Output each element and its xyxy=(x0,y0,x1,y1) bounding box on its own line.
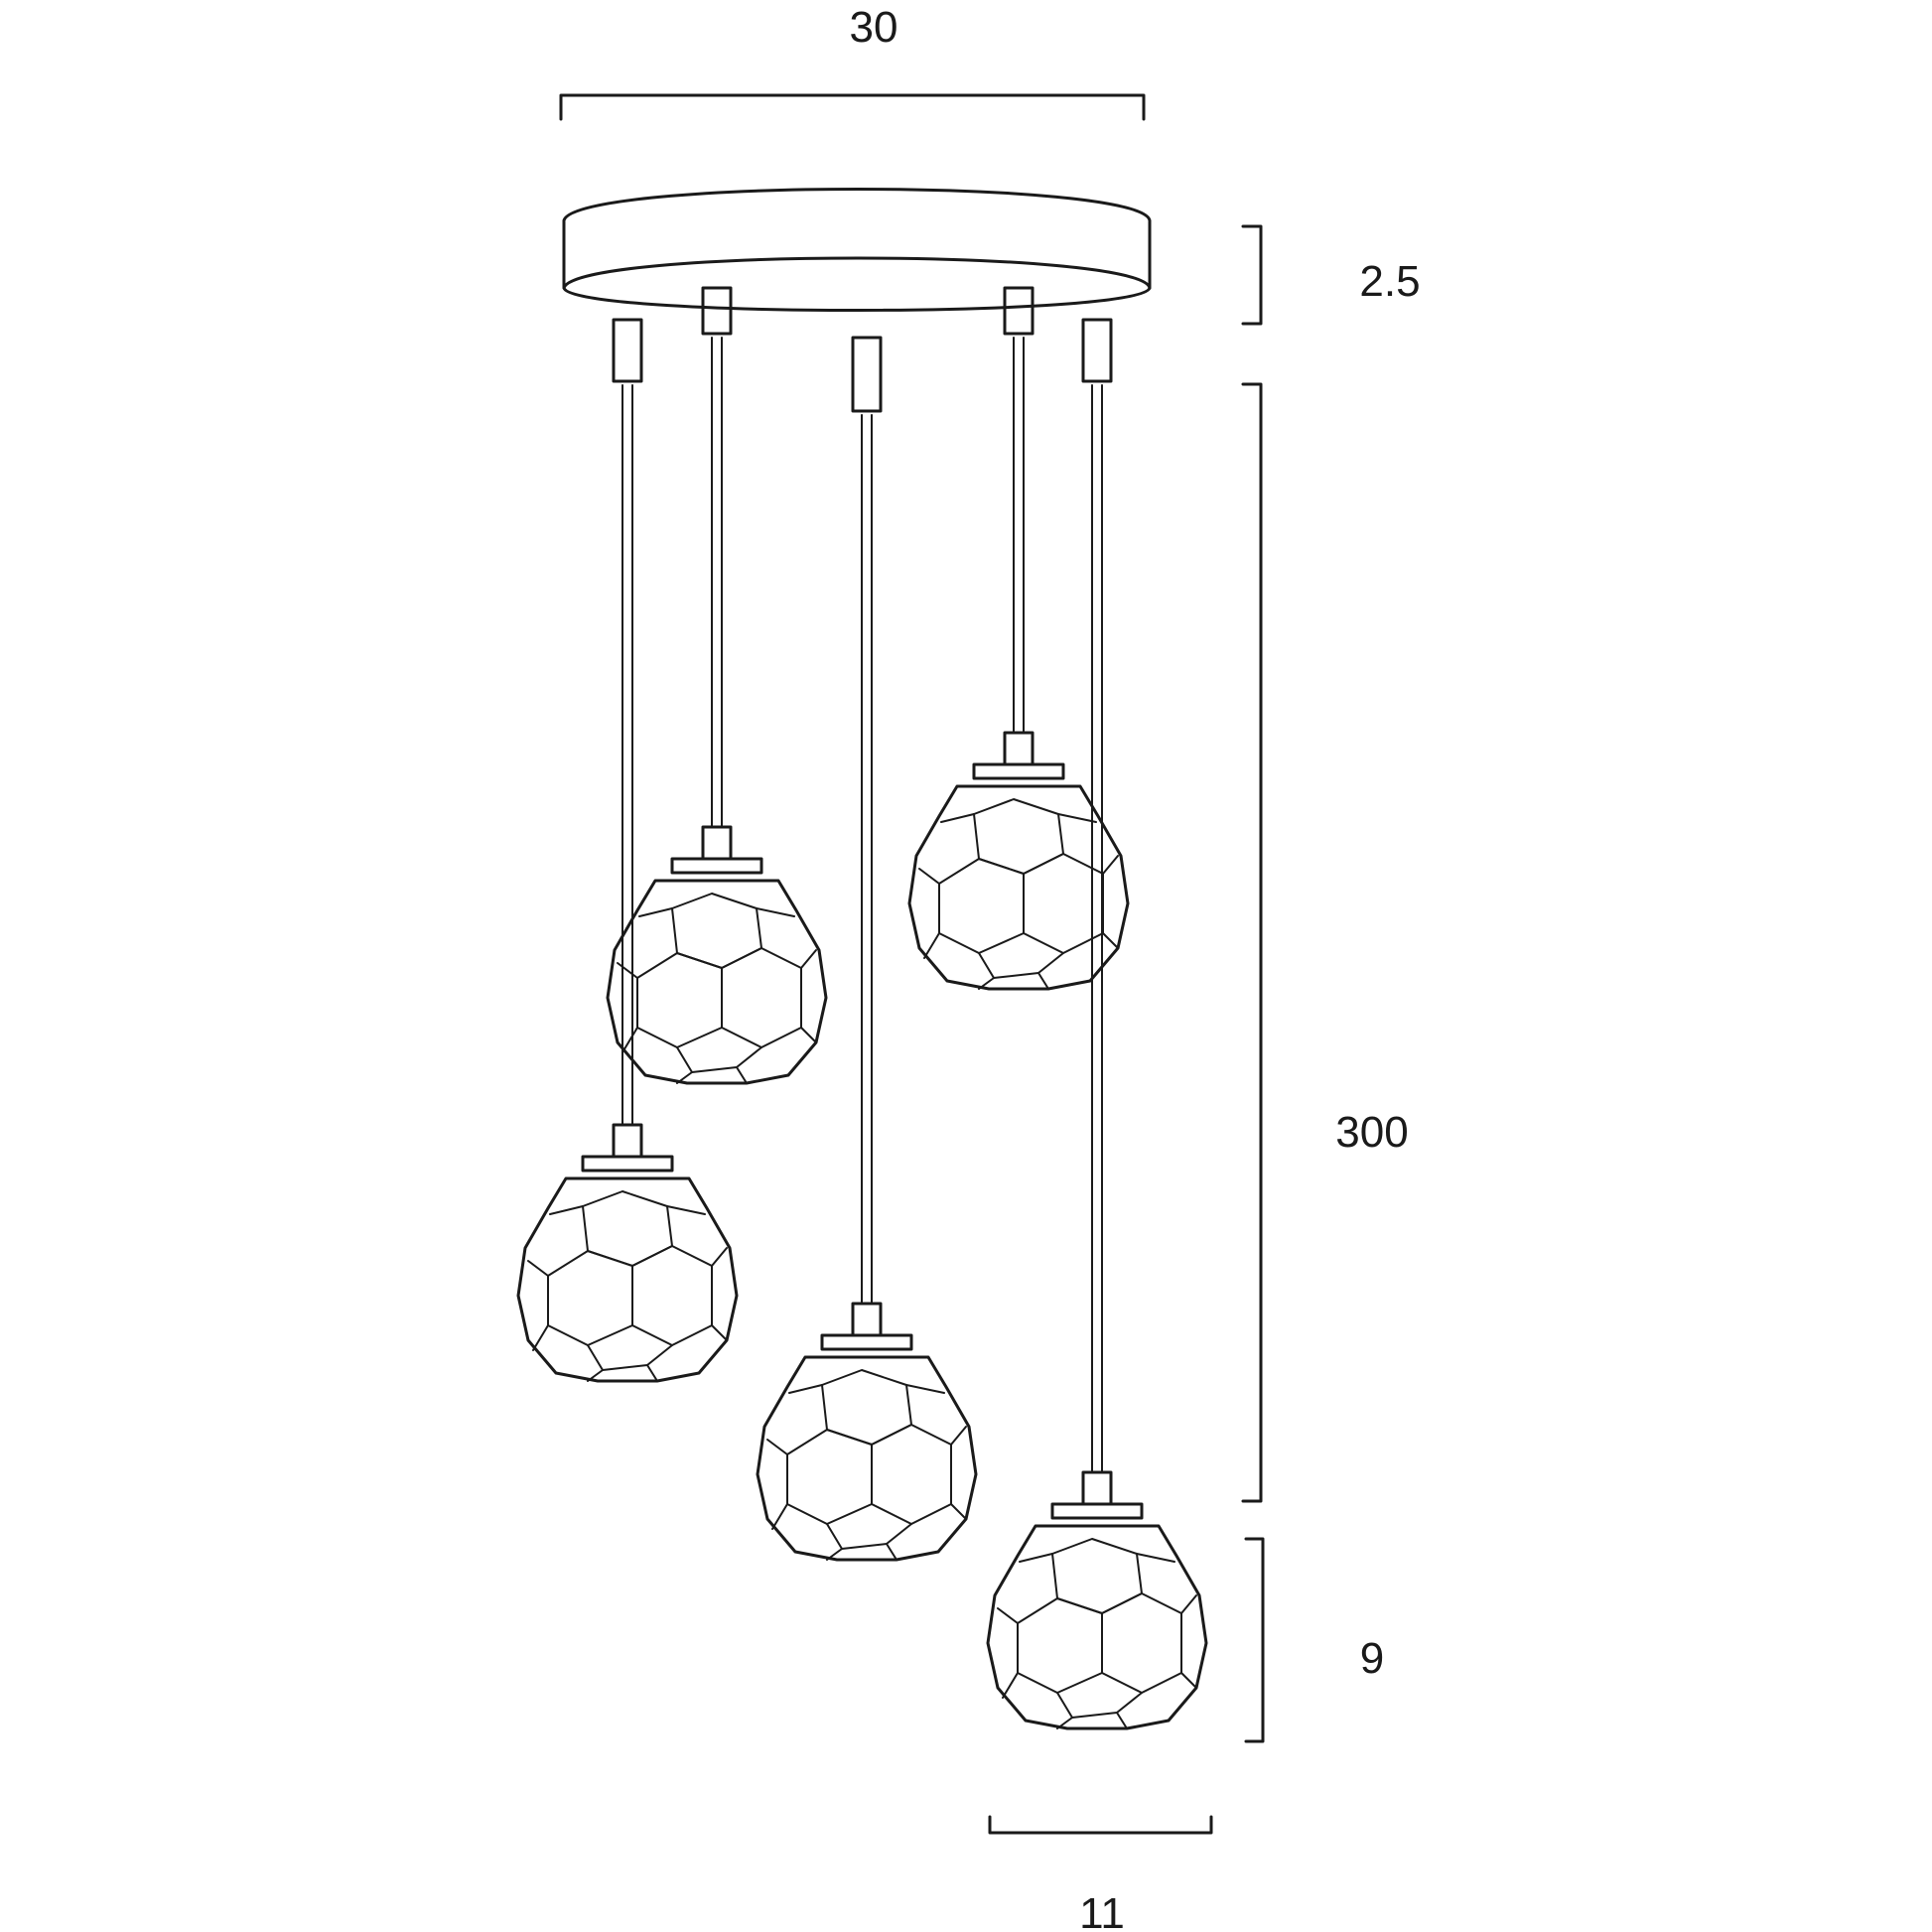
glass-facet xyxy=(631,1245,713,1346)
pendants xyxy=(516,286,1208,1730)
glass-facet xyxy=(676,1071,693,1084)
canopy-diameter-label: 30 xyxy=(850,3,898,52)
glass-facet xyxy=(978,977,995,990)
glass-facet xyxy=(1056,1692,1143,1719)
glass-facet xyxy=(1017,1597,1103,1694)
pendant-3 xyxy=(756,336,978,1562)
glass-facet xyxy=(666,1205,706,1215)
canopy-height-bracket xyxy=(1241,224,1263,326)
dimension-canopy-diameter: 30 xyxy=(559,3,1146,121)
pendant-1 xyxy=(516,318,739,1383)
glass-facet xyxy=(646,1364,658,1382)
shade-height-label: 9 xyxy=(1360,1634,1384,1683)
glass-shade-outline xyxy=(516,1176,739,1383)
glass-facet xyxy=(547,1250,633,1346)
socket xyxy=(1081,1470,1113,1506)
glass-facet xyxy=(638,907,673,917)
glass-facet xyxy=(938,858,1025,954)
glass-facet xyxy=(711,1324,728,1341)
dimension-shade-width: 11 xyxy=(988,1815,1213,1932)
glass-facet xyxy=(711,1247,728,1267)
shade-height-bracket xyxy=(1244,1537,1265,1743)
glass-facet xyxy=(886,1543,897,1561)
glass-facet xyxy=(621,1027,638,1053)
glass-facet xyxy=(527,1260,549,1277)
dimension-drop-length: 300 xyxy=(1241,382,1409,1503)
glass-facet xyxy=(587,1344,673,1371)
gallery-ring xyxy=(670,857,763,875)
dimension-shade-height: 9 xyxy=(1244,1537,1384,1743)
glass-facet xyxy=(736,1066,748,1084)
glass-facet xyxy=(1002,1672,1019,1699)
glass-facet xyxy=(1037,972,1049,990)
glass-shade-outline xyxy=(907,784,1130,991)
connector xyxy=(1003,286,1035,336)
glass-facet xyxy=(1057,813,1097,823)
glass-facet xyxy=(766,1439,788,1455)
glass-facet xyxy=(532,1324,549,1351)
glass-facet xyxy=(1056,1717,1073,1729)
connector xyxy=(851,336,883,413)
connector xyxy=(612,318,643,383)
glass-facet xyxy=(978,952,1064,979)
glass-facet xyxy=(1180,1672,1197,1689)
glass-facet xyxy=(918,868,940,885)
glass-facet xyxy=(826,1548,843,1561)
glass-facet xyxy=(1136,1553,1175,1563)
glass-facet xyxy=(587,1369,604,1382)
gallery-ring xyxy=(1050,1502,1144,1520)
glass-facet xyxy=(997,1607,1019,1624)
glass-facet xyxy=(636,952,723,1048)
glass-shade-outline xyxy=(606,879,828,1085)
gallery-ring xyxy=(820,1333,913,1351)
glass-facet xyxy=(950,1426,967,1446)
socket xyxy=(1003,731,1035,766)
canopy-bottom-edge xyxy=(562,286,1152,312)
glass-facet xyxy=(617,962,638,979)
glass-shade-outline xyxy=(756,1355,978,1562)
pendant-2 xyxy=(606,286,828,1085)
glass-facet xyxy=(826,1523,912,1550)
glass-facet xyxy=(1116,1712,1128,1729)
glass-facet xyxy=(1102,855,1119,875)
glass-facet xyxy=(1101,1592,1182,1694)
shade-width-bracket xyxy=(988,1815,1213,1835)
glass-facet xyxy=(1102,932,1119,949)
glass-facet xyxy=(871,1424,952,1525)
glass-facet xyxy=(940,813,975,823)
socket xyxy=(701,825,733,861)
glass-facet xyxy=(1180,1594,1197,1614)
glass-facet xyxy=(771,1503,788,1530)
glass-facet xyxy=(721,947,802,1048)
pendant-5 xyxy=(986,318,1208,1730)
gallery-ring xyxy=(581,1155,674,1173)
drop-length-label: 300 xyxy=(1335,1108,1408,1157)
dimension-canopy-height: 2.5 xyxy=(1241,224,1421,326)
pendant-4 xyxy=(907,286,1130,991)
glass-facet xyxy=(549,1205,584,1215)
drop-length-bracket xyxy=(1241,382,1263,1503)
canopy-height-label: 2.5 xyxy=(1359,257,1420,306)
glass-shade-outline xyxy=(986,1524,1208,1730)
glass-facet xyxy=(786,1429,873,1525)
glass-facet xyxy=(756,907,795,917)
connector xyxy=(701,286,733,336)
connector xyxy=(1081,318,1113,383)
glass-facet xyxy=(950,1503,967,1520)
socket xyxy=(612,1123,643,1159)
glass-facet xyxy=(923,932,940,959)
glass-facet xyxy=(905,1384,945,1394)
shade-width-label: 11 xyxy=(1079,1889,1125,1932)
socket xyxy=(851,1302,883,1337)
gallery-ring xyxy=(972,762,1065,780)
glass-facet xyxy=(676,1046,762,1073)
canopy xyxy=(562,188,1152,312)
glass-facet xyxy=(788,1384,823,1394)
glass-facet xyxy=(800,949,817,969)
canopy-diameter-bracket xyxy=(559,93,1146,121)
canopy-body xyxy=(562,188,1152,290)
glass-facet xyxy=(800,1027,817,1043)
glass-facet xyxy=(1019,1553,1053,1563)
